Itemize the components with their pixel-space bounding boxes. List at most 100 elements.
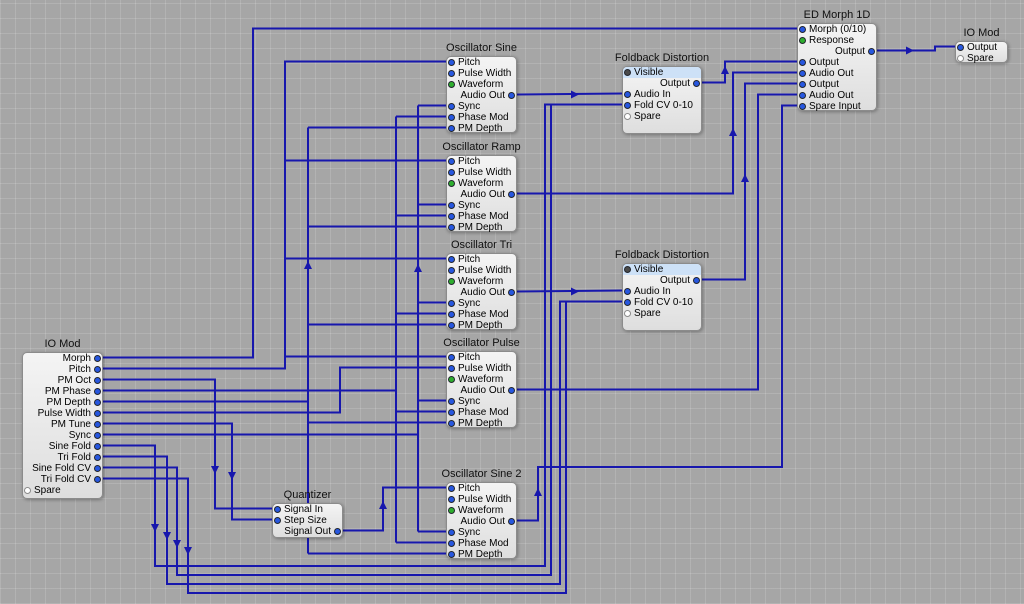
port-waveform[interactable] bbox=[448, 278, 455, 285]
port-audio-out[interactable] bbox=[508, 92, 515, 99]
port-phase-mod[interactable] bbox=[448, 311, 455, 318]
port-sync[interactable] bbox=[448, 529, 455, 536]
port-audio-out[interactable] bbox=[508, 518, 515, 525]
port-phase-mod[interactable] bbox=[448, 409, 455, 416]
port-label: Audio Out bbox=[809, 68, 854, 79]
port-pitch[interactable] bbox=[448, 354, 455, 361]
port-label: Waveform bbox=[458, 178, 504, 189]
port-phase-mod[interactable] bbox=[448, 114, 455, 121]
port-pitch[interactable] bbox=[448, 158, 455, 165]
port-audio-in[interactable] bbox=[624, 288, 631, 295]
port-label: Spare bbox=[34, 485, 61, 496]
wire bbox=[343, 486, 446, 532]
port-pm-depth[interactable] bbox=[94, 399, 101, 406]
port-pm-depth[interactable] bbox=[448, 322, 455, 329]
port-morph-0-10[interactable] bbox=[799, 26, 806, 33]
port-step-size[interactable] bbox=[274, 517, 281, 524]
port-phase-mod[interactable] bbox=[448, 213, 455, 220]
port-label: PM Phase bbox=[44, 386, 91, 397]
port-pitch[interactable] bbox=[94, 366, 101, 373]
port-sine-fold-cv[interactable] bbox=[94, 465, 101, 472]
wire-arrow bbox=[228, 472, 236, 480]
port-pm-phase[interactable] bbox=[94, 388, 101, 395]
port-pitch[interactable] bbox=[448, 485, 455, 492]
port-sync[interactable] bbox=[448, 300, 455, 307]
port-waveform[interactable] bbox=[448, 81, 455, 88]
port-audio-in[interactable] bbox=[624, 91, 631, 98]
port-pitch[interactable] bbox=[448, 59, 455, 66]
port-row-pm-depth: PM Depth bbox=[447, 222, 516, 233]
port-pulse-width[interactable] bbox=[448, 496, 455, 503]
wire bbox=[877, 45, 955, 52]
port-signal-out[interactable] bbox=[334, 528, 341, 535]
port-row-phase-mod: Phase Mod bbox=[447, 112, 516, 123]
port-visible[interactable] bbox=[624, 266, 631, 273]
port-pulse-width[interactable] bbox=[448, 70, 455, 77]
port-pulse-width[interactable] bbox=[94, 410, 101, 417]
port-morph[interactable] bbox=[94, 355, 101, 362]
port-response[interactable] bbox=[799, 37, 806, 44]
port-spare[interactable] bbox=[24, 487, 31, 494]
port-pulse-width[interactable] bbox=[448, 267, 455, 274]
port-tri-fold-cv[interactable] bbox=[94, 476, 101, 483]
port-pm-tune[interactable] bbox=[94, 421, 101, 428]
port-row-pitch: Pitch bbox=[447, 57, 516, 68]
port-sync[interactable] bbox=[448, 202, 455, 209]
port-spare[interactable] bbox=[624, 113, 631, 120]
port-pm-depth[interactable] bbox=[448, 551, 455, 558]
port-pm-depth[interactable] bbox=[448, 224, 455, 231]
port-visible[interactable] bbox=[624, 69, 631, 76]
node-title-foldback-distortion-1: Foldback Distortion bbox=[614, 52, 710, 64]
port-label: Pulse Width bbox=[458, 167, 512, 178]
port-spare[interactable] bbox=[624, 310, 631, 317]
port-phase-mod[interactable] bbox=[448, 540, 455, 547]
port-pm-depth[interactable] bbox=[448, 420, 455, 427]
port-row-morph: Morph bbox=[23, 353, 102, 364]
port-tri-fold[interactable] bbox=[94, 454, 101, 461]
port-sync[interactable] bbox=[448, 398, 455, 405]
port-pm-oct[interactable] bbox=[94, 377, 101, 384]
port-fold-cv-0-10[interactable] bbox=[624, 102, 631, 109]
port-output[interactable] bbox=[799, 59, 806, 66]
port-signal-in[interactable] bbox=[274, 506, 281, 513]
port-waveform[interactable] bbox=[448, 180, 455, 187]
port-audio-out[interactable] bbox=[508, 191, 515, 198]
port-pm-depth[interactable] bbox=[448, 125, 455, 132]
port-output[interactable] bbox=[957, 44, 964, 51]
port-output[interactable] bbox=[693, 277, 700, 284]
node-title-osc-sine-2: Oscillator Sine 2 bbox=[441, 468, 522, 480]
port-label: Sync bbox=[458, 527, 481, 538]
port-output[interactable] bbox=[693, 80, 700, 87]
port-spare-input[interactable] bbox=[799, 103, 806, 110]
port-output[interactable] bbox=[799, 81, 806, 88]
port-waveform[interactable] bbox=[448, 376, 455, 383]
port-spare[interactable] bbox=[957, 55, 964, 62]
port-audio-out[interactable] bbox=[799, 70, 806, 77]
wire-arrow bbox=[184, 547, 192, 555]
port-pitch[interactable] bbox=[448, 256, 455, 263]
port-pulse-width[interactable] bbox=[448, 169, 455, 176]
port-audio-out[interactable] bbox=[508, 387, 515, 394]
port-waveform[interactable] bbox=[448, 507, 455, 514]
port-fold-cv-0-10[interactable] bbox=[624, 299, 631, 306]
port-pulse-width[interactable] bbox=[448, 365, 455, 372]
port-output[interactable] bbox=[868, 48, 875, 55]
port-audio-out[interactable] bbox=[799, 92, 806, 99]
port-sync[interactable] bbox=[94, 432, 101, 439]
port-sine-fold[interactable] bbox=[94, 443, 101, 450]
port-sync[interactable] bbox=[448, 103, 455, 110]
port-audio-out[interactable] bbox=[508, 289, 515, 296]
port-row-audio-out: Audio Out bbox=[447, 385, 516, 396]
